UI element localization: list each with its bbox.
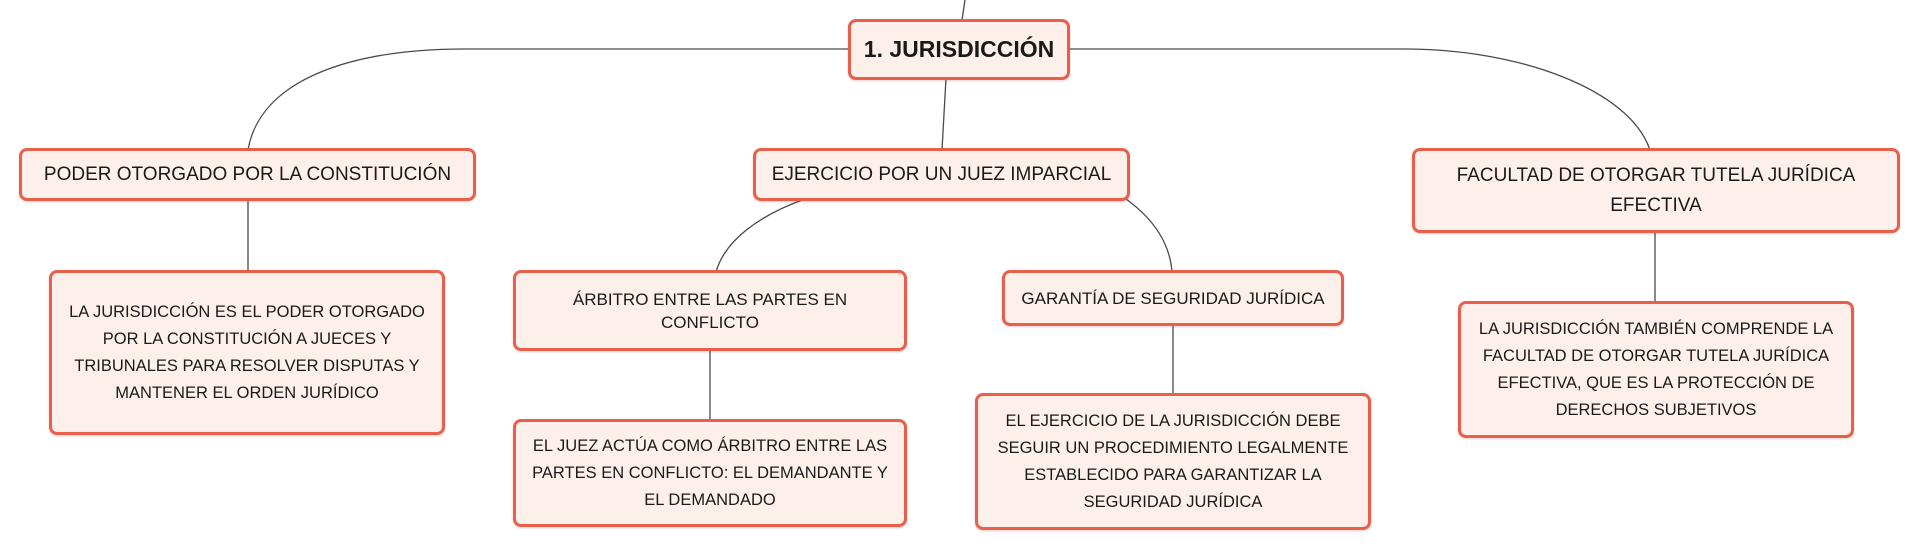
detail-tutela-juridica[interactable]: LA JURISDICCIÓN TAMBIÉN COMPRENDE LA FAC… bbox=[1458, 301, 1854, 438]
detail-text: LA JURISDICCIÓN TAMBIÉN COMPRENDE LA FAC… bbox=[1478, 319, 1834, 419]
detail-poder-constitucion[interactable]: LA JURISDICCIÓN ES EL PODER OTORGADO POR… bbox=[49, 270, 445, 435]
detail-text: EL JUEZ ACTÚA COMO ÁRBITRO ENTRE LAS PAR… bbox=[532, 436, 888, 509]
connector-root-to-constitucion bbox=[247, 48, 849, 151]
detail-text: EL EJERCICIO DE LA JURISDICCIÓN DEBE SEG… bbox=[997, 411, 1349, 511]
root-node-label: 1. JURISDICCIÓN bbox=[863, 36, 1055, 62]
connector-juez-to-arbitro bbox=[715, 198, 806, 273]
connector-parent-to-root bbox=[961, 0, 966, 21]
node-juez-imparcial[interactable]: EJERCICIO POR UN JUEZ IMPARCIAL bbox=[753, 148, 1130, 201]
node-tutela-juridica[interactable]: FACULTAD DE OTORGAR TUTELA JURÍDICA EFEC… bbox=[1412, 148, 1900, 233]
node-label: ÁRBITRO ENTRE LAS PARTES EN CONFLICTO bbox=[572, 289, 848, 332]
node-label: PODER OTORGADO POR LA CONSTITUCIÓN bbox=[43, 163, 452, 185]
node-arbitro[interactable]: ÁRBITRO ENTRE LAS PARTES EN CONFLICTO bbox=[513, 270, 907, 351]
node-label: EJERCICIO POR UN JUEZ IMPARCIAL bbox=[771, 163, 1112, 185]
node-label: FACULTAD DE OTORGAR TUTELA JURÍDICA EFEC… bbox=[1456, 164, 1856, 216]
node-garantia[interactable]: GARANTÍA DE SEGURIDAD JURÍDICA bbox=[1002, 270, 1344, 326]
detail-garantia[interactable]: EL EJERCICIO DE LA JURISDICCIÓN DEBE SEG… bbox=[975, 393, 1371, 530]
detail-arbitro[interactable]: EL JUEZ ACTÚA COMO ÁRBITRO ENTRE LAS PAR… bbox=[513, 419, 907, 527]
detail-text: LA JURISDICCIÓN ES EL PODER OTORGADO POR… bbox=[69, 302, 425, 402]
connector-root-to-juez bbox=[941, 77, 947, 151]
root-node[interactable]: 1. JURISDICCIÓN bbox=[848, 19, 1070, 80]
node-label: GARANTÍA DE SEGURIDAD JURÍDICA bbox=[1021, 288, 1325, 308]
connector-juez-to-garantia bbox=[1125, 198, 1173, 273]
node-poder-constitucion[interactable]: PODER OTORGADO POR LA CONSTITUCIÓN bbox=[19, 148, 476, 201]
connector-root-to-tutela bbox=[1068, 48, 1651, 151]
